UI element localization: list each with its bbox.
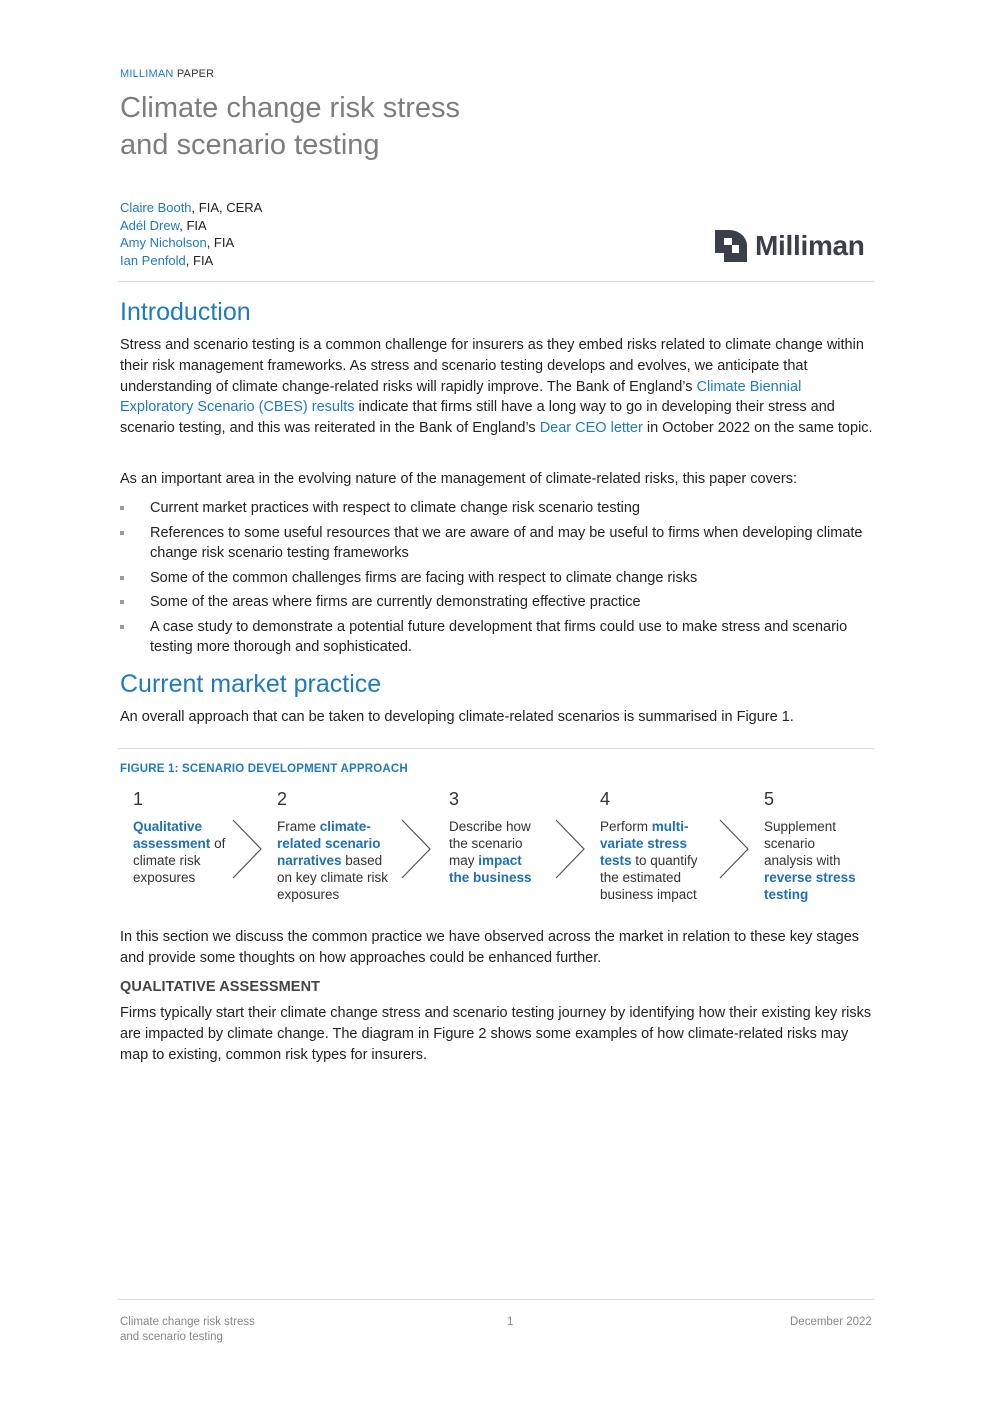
- bullet-square-icon: [120, 506, 124, 510]
- chevron-right-icon: [719, 819, 749, 879]
- step-number: 3: [449, 789, 460, 809]
- footer-title-line-2: and scenario testing: [120, 1331, 223, 1343]
- kicker-brand: MILLIMAN: [120, 68, 174, 80]
- page-title: Climate change risk stress and scenario …: [120, 90, 460, 164]
- author-name[interactable]: Claire Booth: [120, 200, 192, 215]
- author-name[interactable]: Ian Penfold: [120, 252, 186, 268]
- author-credentials: , FIA: [179, 217, 207, 233]
- intro-paragraph: Stress and scenario testing is a common …: [120, 335, 875, 439]
- page-number: 1: [507, 1316, 514, 1328]
- step-highlight: climate-related scenario narratives: [277, 819, 381, 868]
- step-5: 5 Supplement scenario analysis with reve…: [764, 789, 864, 903]
- author: Ian Penfold, FIA: [120, 252, 262, 270]
- list-item-text: A case study to demonstrate a potential …: [150, 619, 848, 656]
- figure-caption: FIGURE 1: SCENARIO DEVELOPMENT APPROACH: [120, 763, 408, 775]
- qualitative-assessment-heading: QUALITATIVE ASSESSMENT: [120, 979, 321, 995]
- milliman-logo: Milliman: [715, 229, 865, 263]
- list-item-text: Some of the common challenges firms are …: [150, 569, 698, 586]
- bullet-square-icon: [120, 625, 124, 630]
- market-section-intro: In this section we discuss the common pr…: [120, 929, 860, 966]
- step-number: 5: [764, 789, 775, 809]
- step-number: 1: [133, 789, 144, 809]
- figure-divider: [118, 748, 874, 749]
- bullet-square-icon: [120, 530, 124, 535]
- chevron-right-icon: [555, 819, 585, 879]
- market-intro: An overall approach that can be taken to…: [120, 709, 794, 725]
- list-item-text: References to some useful resources that…: [150, 524, 863, 561]
- author: Adél Drew, FIA: [120, 217, 262, 235]
- header-divider: [118, 281, 874, 282]
- paper-kicker: MILLIMAN PAPER: [120, 68, 214, 80]
- logo-wordmark: Milliman: [755, 230, 865, 261]
- intro-lead-in: As an important area in the evolving nat…: [120, 471, 798, 487]
- author: Claire Booth, FIA, CERA: [120, 199, 262, 217]
- author-credentials: , FIA: [206, 235, 235, 250]
- author-credentials: , FIA, CERA: [191, 200, 263, 215]
- cbes-results-link[interactable]: Climate Biennial Exploratory Scenario (C…: [120, 378, 802, 416]
- list-item-text: Some of the areas where firms are curren…: [150, 594, 641, 611]
- step-number: 4: [600, 789, 611, 809]
- coverage-list: Current market practices with respect to…: [120, 498, 880, 662]
- footer-title-line-1: Climate change risk stress: [120, 1316, 255, 1328]
- step-number: 2: [277, 789, 288, 809]
- list-item: A case study to demonstrate a potential …: [120, 617, 880, 657]
- qualitative-assessment-paragraph: Firms typically start their climate chan…: [120, 1005, 872, 1063]
- list-item: Some of the common challenges firms are …: [120, 568, 880, 588]
- milliman-mark-icon: [715, 230, 747, 262]
- step-4: 4 Perform multi-variate stress tests to …: [600, 789, 712, 903]
- list-item: Current market practices with respect to…: [120, 498, 880, 518]
- step-highlight: reverse stress testing: [764, 870, 856, 902]
- step-text: of climate risk exposures: [133, 836, 226, 885]
- step-text: Frame: [277, 819, 320, 834]
- step-text: Describe how the scenario may: [449, 819, 531, 868]
- step-text: to quantify the estimated business impac…: [600, 853, 698, 902]
- title-line-1: Climate change risk stress: [120, 92, 461, 124]
- author-credentials: , FIA: [185, 252, 214, 268]
- intro-text-b: indicate that firms still have a long wa…: [120, 399, 835, 437]
- title-line-2: and scenario testing: [120, 129, 380, 161]
- list-item: Some of the areas where firms are curren…: [120, 592, 880, 612]
- step-highlight: multi-variate stress tests: [600, 819, 689, 868]
- dear-ceo-letter-link[interactable]: Dear CEO letter: [539, 420, 643, 437]
- intro-heading: Introduction: [120, 298, 251, 326]
- author-list: Claire Booth, FIA, CERA Adél Drew, FIA A…: [120, 199, 262, 269]
- chevron-right-icon: [401, 819, 431, 879]
- step-3: 3 Describe how the scenario may impact t…: [449, 789, 544, 886]
- list-item-text: Current market practices with respect to…: [150, 500, 640, 516]
- step-text: Perform: [600, 819, 652, 834]
- intro-text-c: in October 2022 on the same topic.: [642, 420, 873, 437]
- step-1: 1 Qualitative assessment of climate risk…: [133, 789, 233, 886]
- intro-text-a: Stress and scenario testing is a common …: [120, 337, 864, 395]
- footer-divider: [118, 1299, 874, 1300]
- step-highlight: Qualitative assessment: [133, 819, 211, 851]
- step-2: 2 Frame climate-related scenario narrati…: [277, 789, 392, 903]
- step-text: based on key climate risk exposures: [277, 853, 389, 902]
- author-name[interactable]: Amy Nicholson: [120, 235, 207, 250]
- footer-date: December 2022: [790, 1316, 872, 1328]
- footer-doc-title: Climate change risk stress and scenario …: [120, 1315, 255, 1345]
- step-highlight: impact the business: [449, 853, 532, 885]
- step-text: Supplement scenario analysis with: [764, 819, 841, 868]
- kicker-type: PAPER: [176, 68, 215, 80]
- bullet-square-icon: [120, 600, 124, 605]
- author: Amy Nicholson, FIA: [120, 234, 262, 252]
- author-name[interactable]: Adél Drew: [120, 217, 180, 233]
- chevron-right-icon: [232, 819, 262, 879]
- market-heading: Current market practice: [120, 670, 382, 698]
- bullet-square-icon: [120, 575, 124, 580]
- list-item: References to some useful resources that…: [120, 523, 880, 563]
